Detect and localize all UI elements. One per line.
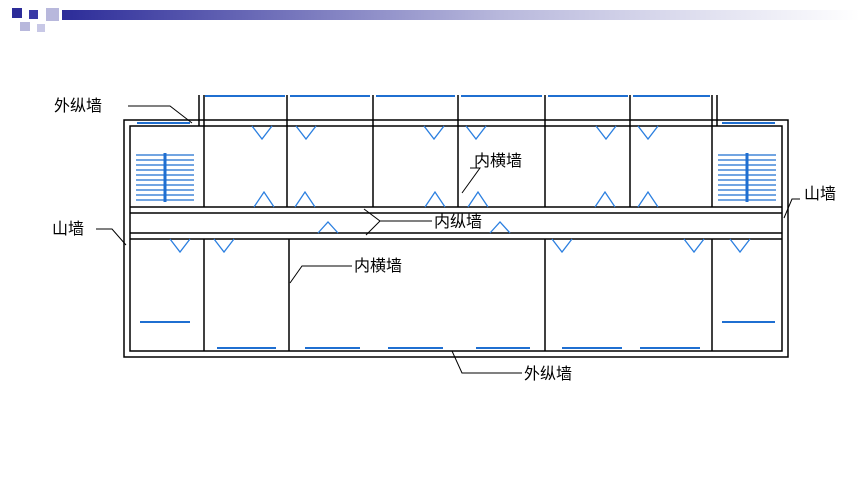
windows	[137, 95, 775, 349]
header-square-light-1	[46, 8, 59, 21]
labels: 外纵墙 山墙 山墙 内横墙 内纵墙 内横墙 外纵墙	[52, 96, 836, 383]
door-lower-3	[317, 221, 339, 234]
header-decoration	[12, 8, 860, 32]
door-upper-bottom-5	[594, 190, 616, 208]
door-lower-7	[729, 238, 751, 254]
leader-outer-wall-bottom	[451, 350, 522, 374]
door-upper-bottom-3	[424, 190, 446, 208]
door-upper-bottom-4	[467, 190, 489, 208]
leader-lines	[96, 105, 800, 374]
door-upper-bottom-6	[637, 190, 659, 208]
label-outer-wall-top: 外纵墙	[54, 96, 102, 115]
label-outer-wall-bottom: 外纵墙	[524, 364, 572, 383]
label-inner-transverse-bottom: 内横墙	[354, 256, 402, 275]
walls	[123, 95, 789, 358]
doors	[169, 125, 751, 254]
door-upper-top-2	[295, 125, 317, 141]
leader-gable-wall-left	[96, 228, 127, 246]
outer-wall-outline	[123, 119, 789, 358]
label-inner-longitudinal: 内纵墙	[434, 212, 482, 231]
door-upper-top-6	[637, 125, 659, 141]
leader-inner-longitudinal-branch	[365, 220, 381, 236]
door-upper-bottom-2	[294, 190, 316, 208]
header-square-light-3	[37, 24, 45, 32]
header-square-dark-2	[29, 10, 38, 19]
door-lower-6	[683, 238, 705, 254]
door-lower-2	[213, 238, 235, 254]
label-inner-transverse-top: 内横墙	[474, 151, 522, 170]
header-square-dark-1	[12, 8, 22, 18]
leader-inner-transverse-top	[461, 167, 481, 194]
door-lower-4	[489, 221, 511, 234]
label-gable-wall-right: 山墙	[804, 184, 836, 203]
door-upper-top-5	[595, 125, 617, 141]
door-lower-1	[169, 238, 191, 254]
label-gable-wall-left: 山墙	[52, 219, 84, 238]
door-upper-top-1	[251, 125, 273, 141]
stair-left	[136, 153, 194, 202]
stair-right	[718, 153, 776, 202]
leader-inner-longitudinal	[363, 208, 432, 222]
door-upper-top-4	[465, 125, 487, 141]
leader-inner-transverse-bottom	[289, 265, 352, 284]
header-gradient-bar	[62, 10, 860, 20]
door-upper-bottom-1	[253, 190, 275, 208]
header-square-light-2	[20, 22, 30, 31]
door-upper-top-3	[423, 125, 445, 141]
door-lower-5	[551, 238, 573, 254]
leader-outer-wall-top	[128, 105, 193, 124]
leader-gable-wall-right	[783, 198, 800, 219]
